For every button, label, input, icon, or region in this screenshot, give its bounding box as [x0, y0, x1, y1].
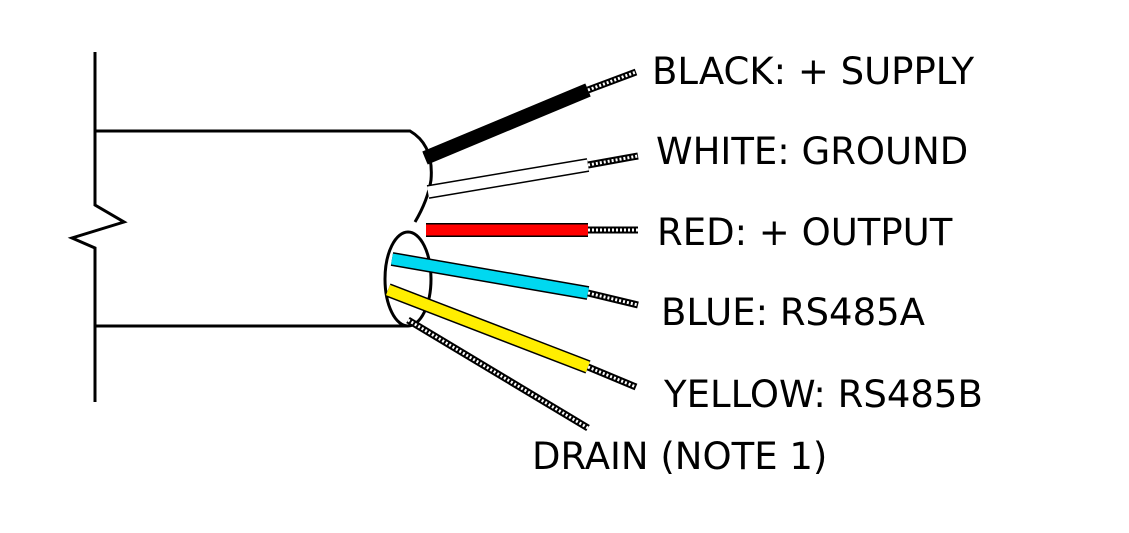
label-red: RED: + OUTPUT — [657, 211, 953, 254]
jacket-cut-end — [383, 230, 433, 328]
label-drain: DRAIN (NOTE 1) — [532, 435, 827, 478]
cable-break-line — [67, 52, 128, 402]
wire-drain — [406, 316, 590, 432]
wire-black-conductor — [587, 70, 637, 92]
label-white: WHITE: GROUND — [656, 130, 968, 173]
wire-drain-conductor — [407, 318, 589, 430]
wire-yellow-conductor — [587, 365, 637, 389]
jacket-top-edge — [95, 129, 433, 223]
wire-white — [426, 152, 639, 199]
wires — [385, 68, 639, 432]
wire-black-insulation — [422, 84, 591, 164]
label-black: BLACK: + SUPPLY — [652, 50, 974, 93]
wire-yellow — [385, 283, 638, 391]
label-yellow: YELLOW: RS485B — [663, 373, 983, 416]
wire-yellow-insulation — [386, 284, 590, 373]
wire-white-insulation — [427, 159, 589, 198]
label-blue: BLUE: RS485A — [661, 291, 925, 334]
wire-blue-insulation — [391, 253, 589, 299]
wire-blue — [390, 252, 639, 309]
cable-jacket — [95, 129, 433, 328]
wire-black — [422, 68, 638, 165]
wire-white-conductor — [587, 154, 639, 167]
wire-blue-conductor — [587, 291, 639, 307]
